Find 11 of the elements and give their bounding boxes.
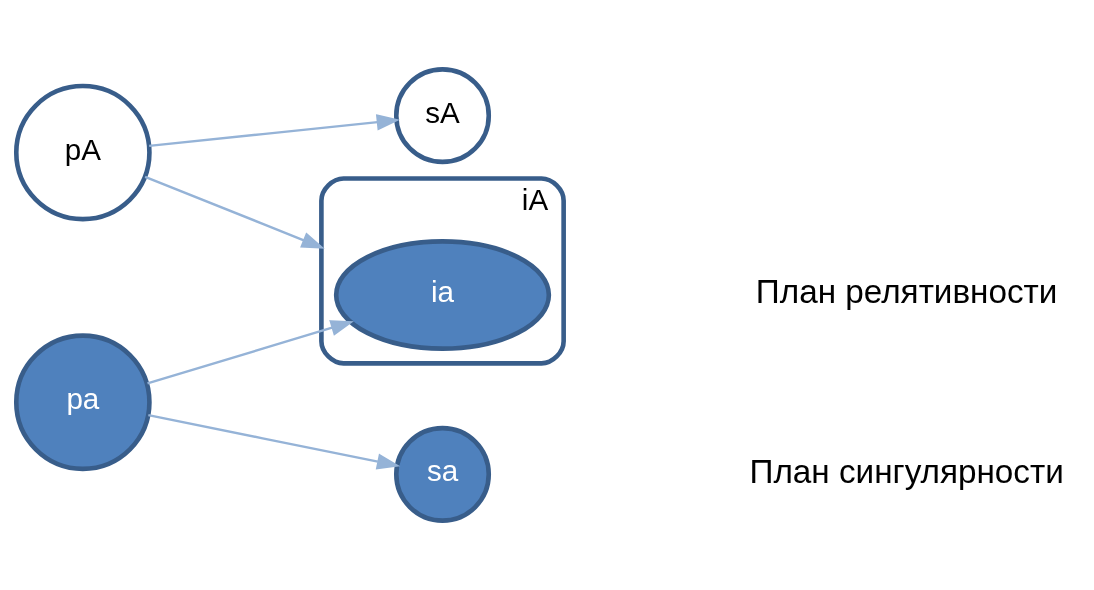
- label: План сингулярности: [749, 452, 1064, 490]
- node-circle: sA: [394, 67, 492, 165]
- node-circle: sa: [394, 425, 492, 523]
- arrow: [147, 320, 354, 385]
- node-circle: pA: [13, 83, 152, 222]
- arrow: [148, 413, 401, 470]
- arrow: [144, 175, 325, 249]
- node-ellipse: ia: [333, 239, 552, 351]
- arrow: [149, 114, 400, 148]
- label: План релятивности: [755, 273, 1058, 311]
- node-circle: pa: [13, 333, 152, 472]
